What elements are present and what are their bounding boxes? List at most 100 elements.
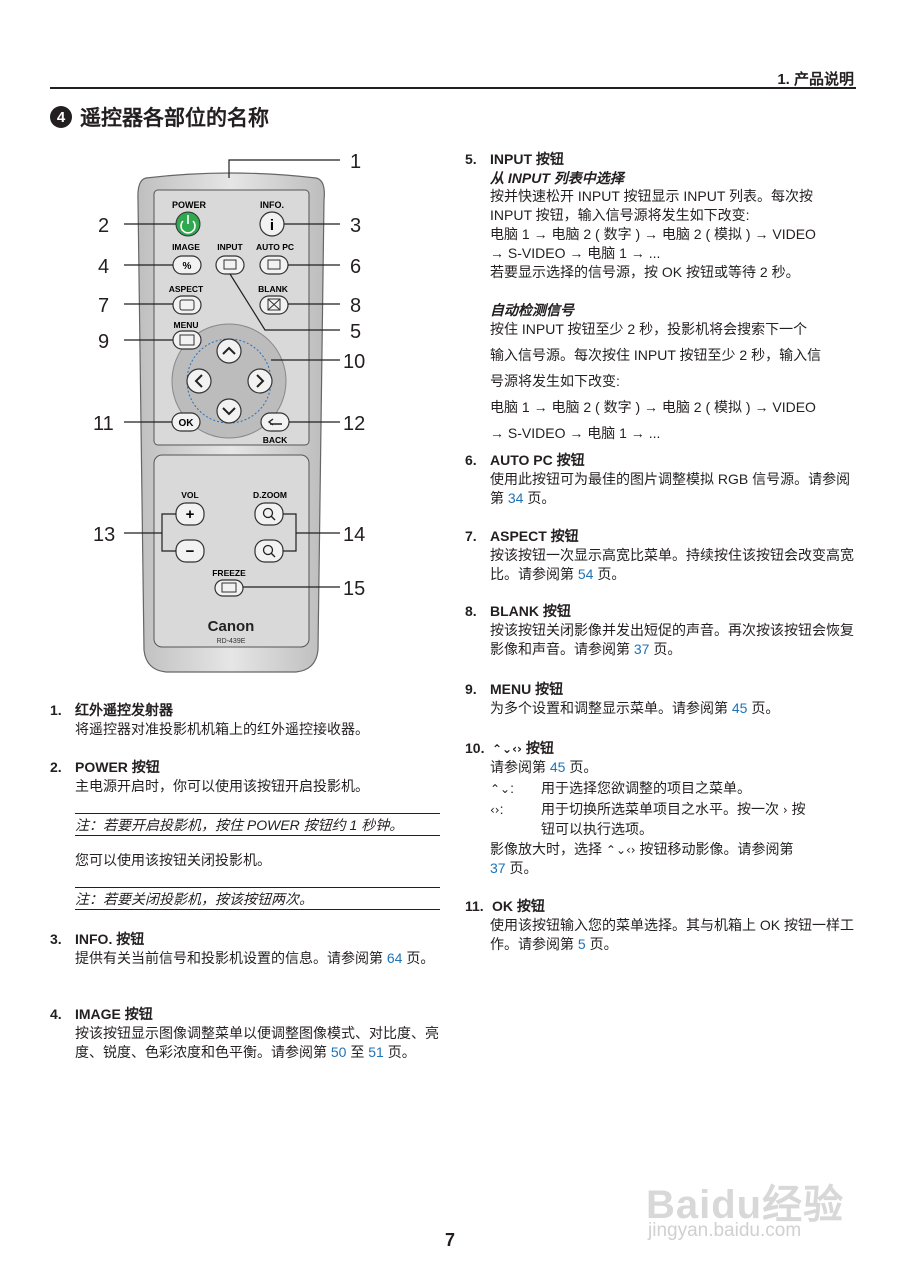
up-button: [216, 338, 242, 364]
item-11-number: 11.: [465, 898, 484, 914]
page-link-5[interactable]: 5: [577, 936, 586, 952]
chevron-up-icon: [222, 346, 236, 355]
image-label: IMAGE: [172, 242, 200, 252]
menu-icon: [179, 334, 195, 346]
callout-12: 12: [343, 413, 365, 435]
power-icon: [180, 220, 196, 234]
chevron-left-icon: [194, 374, 203, 388]
page-link-51[interactable]: 51: [368, 1044, 384, 1060]
item-11-title: OK 按钮: [492, 898, 545, 914]
item-2-number: 2.: [50, 759, 62, 775]
item-7-number: 7.: [465, 528, 477, 544]
page-link-45-b[interactable]: 45: [549, 759, 566, 775]
note-2-bottom-rule: [75, 909, 440, 910]
item-7-title: ASPECT 按钮: [490, 528, 579, 544]
callout-4: 4: [98, 256, 109, 278]
item-11-body: 使用该按钮输入您的菜单选择。其与机箱上 OK 按钮一样工作。请参阅第 5 页。: [490, 917, 855, 952]
blank-icon: [267, 298, 281, 311]
input-label: INPUT: [217, 242, 243, 252]
model-number: RD-439E: [217, 638, 246, 645]
autopc-button: [259, 255, 289, 275]
freeze-button: [214, 579, 244, 597]
item-8-number: 8.: [465, 603, 477, 619]
callout-3: 3: [350, 215, 361, 237]
page-link-64[interactable]: 64: [386, 950, 403, 966]
callout-11: 11: [93, 413, 114, 435]
callout-9: 9: [98, 331, 109, 353]
aspect-label: ASPECT: [169, 284, 204, 294]
item-2-body: 主电源开启时，你可以使用该按钮开启投影机。: [75, 778, 369, 794]
item-10-zoom-ref: 37 页。: [490, 860, 538, 876]
item-6-body: 使用此按钮可为最佳的图片调整模拟 RGB 信号源。请参阅第 34 页。: [490, 471, 851, 506]
zoom-in-button: [254, 502, 284, 526]
item-5-title: INPUT 按钮: [490, 151, 564, 167]
note-1-bottom-rule: [75, 835, 440, 836]
chapter-title: 1. 产品说明: [777, 71, 854, 88]
page-link-45[interactable]: 45: [731, 700, 748, 716]
item-5-sequence-2a: 电脑 1 → 电脑 2 ( 数字 ) → 电脑 2 ( 模拟 ) → VIDEO: [490, 399, 816, 415]
item-6-number: 6.: [465, 452, 477, 468]
baidu-watermark-logo: Baidu经验: [646, 1183, 845, 1227]
aspect-button: [172, 295, 202, 315]
item-8-body: 按该按钮关闭影像并发出短促的声音。再次按该按钮会恢复影像和声音。请参阅第 37 …: [490, 622, 854, 657]
callout-5: 5: [350, 321, 361, 343]
item-9-title: MENU 按钮: [490, 681, 564, 697]
menu-label: MENU: [173, 320, 198, 330]
baidu-watermark-url: jingyan.baidu.com: [648, 1220, 802, 1241]
item-5-para-2: 若要显示选择的信号源，按 OK 按钮或等待 2 秒。: [490, 264, 800, 280]
back-button: [260, 412, 290, 432]
item-5-sequence-2b: → S-VIDEO → 电脑 1 → ...: [490, 425, 661, 441]
zoom-in-icon: [262, 507, 274, 519]
menu-button: [172, 330, 202, 350]
down-button: [216, 398, 242, 424]
chevron-down-icon: [222, 407, 236, 416]
callout-14: 14: [343, 524, 365, 546]
page-number: 7: [445, 1230, 456, 1250]
vol-label: VOL: [181, 490, 198, 500]
autopc-label: AUTO PC: [256, 242, 294, 252]
zoom-out-button: [254, 539, 284, 563]
back-arrow-icon: [267, 418, 282, 426]
right-button: [247, 368, 273, 394]
item-1-title: 红外遥控发射器: [75, 702, 173, 718]
item-5-subtitle-1: 从 INPUT 列表中选择: [490, 170, 624, 186]
item-5-sequence-1a: 电脑 1 → 电脑 2 ( 数字 ) → 电脑 2 ( 模拟 ) → VIDEO: [490, 226, 816, 242]
page-link-54[interactable]: 54: [577, 566, 594, 582]
plus-icon: +: [186, 506, 195, 523]
aspect-icon: [179, 299, 195, 311]
blank-label: BLANK: [258, 284, 289, 294]
input-button: [215, 255, 245, 275]
brand-logo: Canon: [208, 618, 255, 635]
page-link-50[interactable]: 50: [330, 1044, 347, 1060]
input-icon: [223, 259, 237, 270]
item-5-para-1: 按并快速松开 INPUT 按钮显示 INPUT 列表。每次按 INPUT 按钮，…: [490, 188, 814, 223]
item-5-para-5: 号源将发生如下改变:: [490, 373, 620, 389]
item-5-number: 5.: [465, 151, 477, 167]
item-2-title: POWER 按钮: [75, 759, 160, 775]
left-button: [186, 368, 212, 394]
left-right-icons: ‹›:: [490, 801, 504, 817]
item-5-subtitle-2: 自动检测信号: [490, 302, 574, 318]
item-9-body: 为多个设置和调整显示菜单。请参阅第 45 页。: [490, 700, 780, 716]
info-icon: i: [270, 217, 274, 234]
nav-arrows-icon: ⌃⌄‹›: [492, 742, 522, 756]
nav-pad: [171, 323, 287, 439]
freeze-icon: [221, 582, 237, 593]
page-link-34[interactable]: 34: [507, 490, 524, 506]
right-arrow-icon: ›: [782, 803, 788, 817]
note-2-top-rule: [75, 887, 440, 888]
item-3-number: 3.: [50, 931, 62, 947]
page-link-37-b[interactable]: 37: [490, 860, 506, 876]
page-link-37[interactable]: 37: [633, 641, 650, 657]
item-7-body: 按该按钮一次显示高宽比菜单。持续按住该按钮会改变高宽比。请参阅第 54 页。: [490, 547, 854, 582]
minus-icon: −: [186, 543, 195, 560]
item-1-body: 将遥控器对准投影机机箱上的红外遥控接收器。: [75, 721, 369, 737]
callout-1: 1: [350, 151, 361, 173]
up-down-icons: ⌃⌄:: [490, 780, 514, 796]
item-10-leftright-desc-2: 钮可以执行选项。: [541, 821, 653, 837]
item-8-title: BLANK 按钮: [490, 603, 571, 619]
item-1-number: 1.: [50, 702, 62, 718]
item-10-updown-desc: 用于选择您欲调整的项目之菜单。: [541, 780, 751, 796]
power-label: POWER: [172, 200, 207, 210]
callout-15: 15: [343, 578, 365, 600]
